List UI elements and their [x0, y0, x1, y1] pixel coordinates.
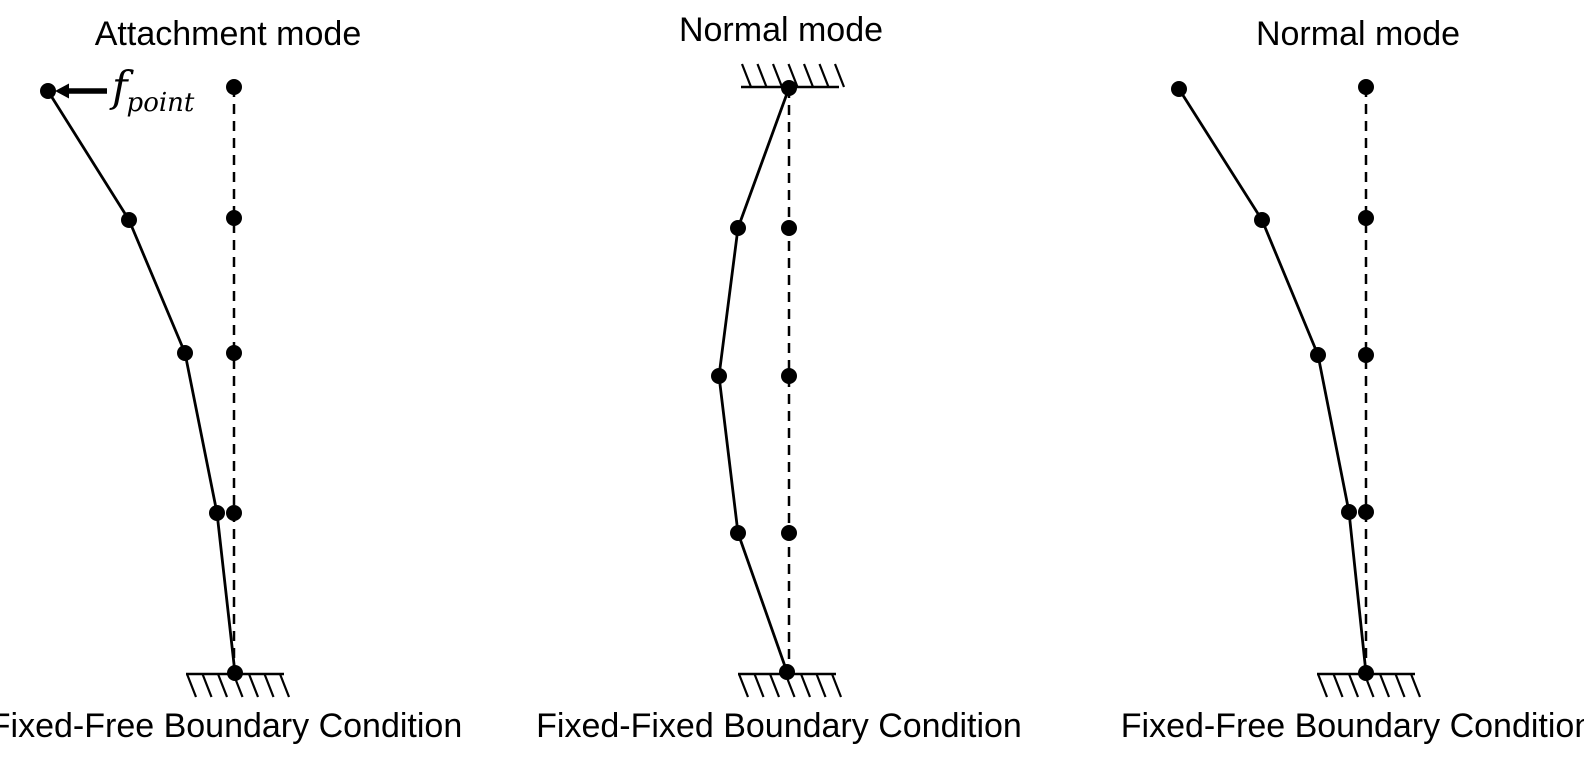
- hatch-stroke: [1332, 673, 1344, 698]
- axis-node-dot: [1358, 504, 1374, 520]
- panel-title-normal-mode-fixed-fixed: Normal mode: [678, 11, 884, 49]
- node-dot: [227, 665, 243, 681]
- axis-node-dot: [781, 525, 797, 541]
- hatch-stroke: [216, 673, 229, 698]
- axis-node-dot: [1358, 347, 1374, 363]
- hatch-stroke: [1347, 673, 1360, 698]
- caption-fixed-free-left: Fixed-Free Boundary Condition: [0, 707, 463, 745]
- node-dot: [177, 345, 193, 361]
- panel-group-1: [711, 63, 846, 698]
- node-dot: [1341, 504, 1357, 520]
- node-dot: [730, 525, 746, 541]
- hatch-stroke: [263, 673, 275, 698]
- mode-shape-curve: [1177, 88, 1368, 674]
- hatch-stroke: [185, 673, 198, 698]
- axis-node-dot: [781, 368, 797, 384]
- axis-node-dot: [226, 505, 242, 521]
- point-force-label: fpoint: [112, 62, 195, 118]
- axis-node-dot: [226, 79, 242, 95]
- hatch-stroke: [1409, 673, 1422, 698]
- mode-shape-curve: [46, 90, 237, 674]
- force-arrow-head: [55, 83, 69, 99]
- axis-node-dot: [1358, 79, 1374, 95]
- node-dot: [121, 212, 137, 228]
- hatch-stroke: [768, 673, 781, 698]
- caption-fixed-fixed: Fixed-Fixed Boundary Condition: [536, 707, 1022, 745]
- hatch-stroke: [737, 673, 750, 698]
- hatch-stroke: [753, 673, 765, 698]
- hatch-stroke: [771, 63, 784, 88]
- force-subscript: point: [126, 88, 195, 118]
- force-symbol: f: [112, 62, 128, 111]
- hatch-stroke: [1316, 673, 1329, 698]
- hatch-stroke: [1394, 673, 1406, 698]
- node-dot: [1310, 347, 1326, 363]
- panel-group-0: [40, 79, 291, 698]
- node-dot: [1254, 212, 1270, 228]
- hatch-stroke: [799, 673, 812, 698]
- node-dot: [779, 664, 795, 680]
- axis-node-dot: [781, 220, 797, 236]
- node-dot: [1171, 81, 1187, 97]
- hatch-stroke: [278, 673, 291, 698]
- node-dot: [781, 80, 797, 96]
- hatch-stroke: [740, 63, 753, 88]
- node-dot: [711, 368, 727, 384]
- node-dot: [730, 220, 746, 236]
- hatch-stroke: [818, 63, 830, 88]
- panel-title-attachment-mode: Attachment mode: [94, 15, 362, 53]
- caption-fixed-free-right: Fixed-Free Boundary Condition: [1120, 707, 1584, 745]
- node-dot: [1358, 665, 1374, 681]
- hatch-stroke: [756, 63, 768, 88]
- panel-group-2: [1171, 79, 1422, 698]
- mode-shape-curve: [717, 87, 791, 673]
- node-dot: [40, 83, 56, 99]
- axis-node-dot: [1358, 210, 1374, 226]
- axis-node-dot: [226, 210, 242, 226]
- panel-title-normal-mode-fixed-free: Normal mode: [1255, 15, 1461, 53]
- hatch-stroke: [815, 673, 827, 698]
- hatch-stroke: [830, 673, 843, 698]
- node-dot: [209, 505, 225, 521]
- hatch-stroke: [787, 63, 799, 88]
- hatch-stroke: [833, 63, 846, 88]
- hatch-stroke: [802, 63, 815, 88]
- hatch-stroke: [201, 673, 213, 698]
- hatch-stroke: [1378, 673, 1391, 698]
- hatch-stroke: [247, 673, 260, 698]
- axis-node-dot: [226, 345, 242, 361]
